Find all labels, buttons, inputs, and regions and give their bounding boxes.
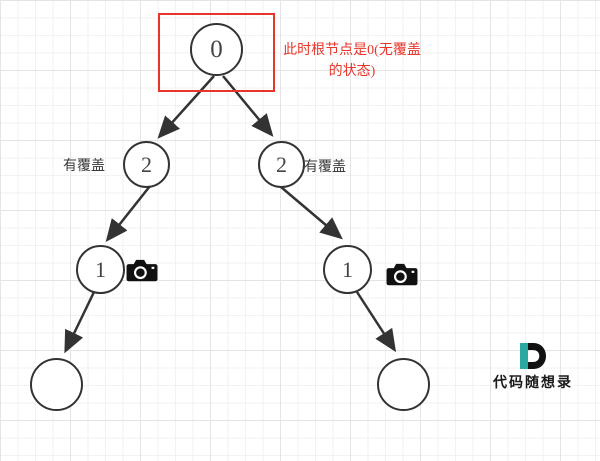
tree-node-right-1: 1 (323, 245, 372, 294)
camera-icon (126, 259, 158, 282)
node-value: 1 (342, 256, 353, 282)
root-highlight-box (158, 13, 275, 92)
edge-root-to-left2 (157, 75, 215, 139)
watermark-logo: 代码随想录 (491, 343, 575, 392)
edge-left2-to-left1 (105, 185, 151, 242)
edge-right1-to-rightleaf (355, 291, 397, 353)
logo-text: 代码随想录 (493, 376, 573, 391)
tree-node-root: 0 (190, 23, 243, 76)
edge-right2-to-right1 (280, 186, 343, 240)
covered-label-right: 有覆盖 (304, 160, 346, 175)
node-value: 2 (141, 151, 152, 177)
tree-node-right-2: 2 (258, 141, 305, 188)
tree-node-right-leaf (377, 358, 430, 411)
edge-root-to-right2 (222, 75, 274, 137)
node-value: 1 (95, 256, 106, 282)
tree-node-left-2: 2 (123, 141, 170, 188)
node-value: 2 (276, 151, 287, 177)
edge-left1-to-leftleaf (64, 291, 96, 354)
tree-node-left-1: 1 (76, 245, 125, 294)
tree-node-left-leaf (30, 358, 83, 411)
covered-label-left: 有覆盖 (63, 159, 105, 174)
logo-d-icon (520, 343, 546, 369)
root-state-annotation: 此时根节点是0(无覆盖的状态) (283, 43, 421, 79)
node-value: 0 (210, 35, 223, 63)
camera-icon (386, 263, 418, 286)
